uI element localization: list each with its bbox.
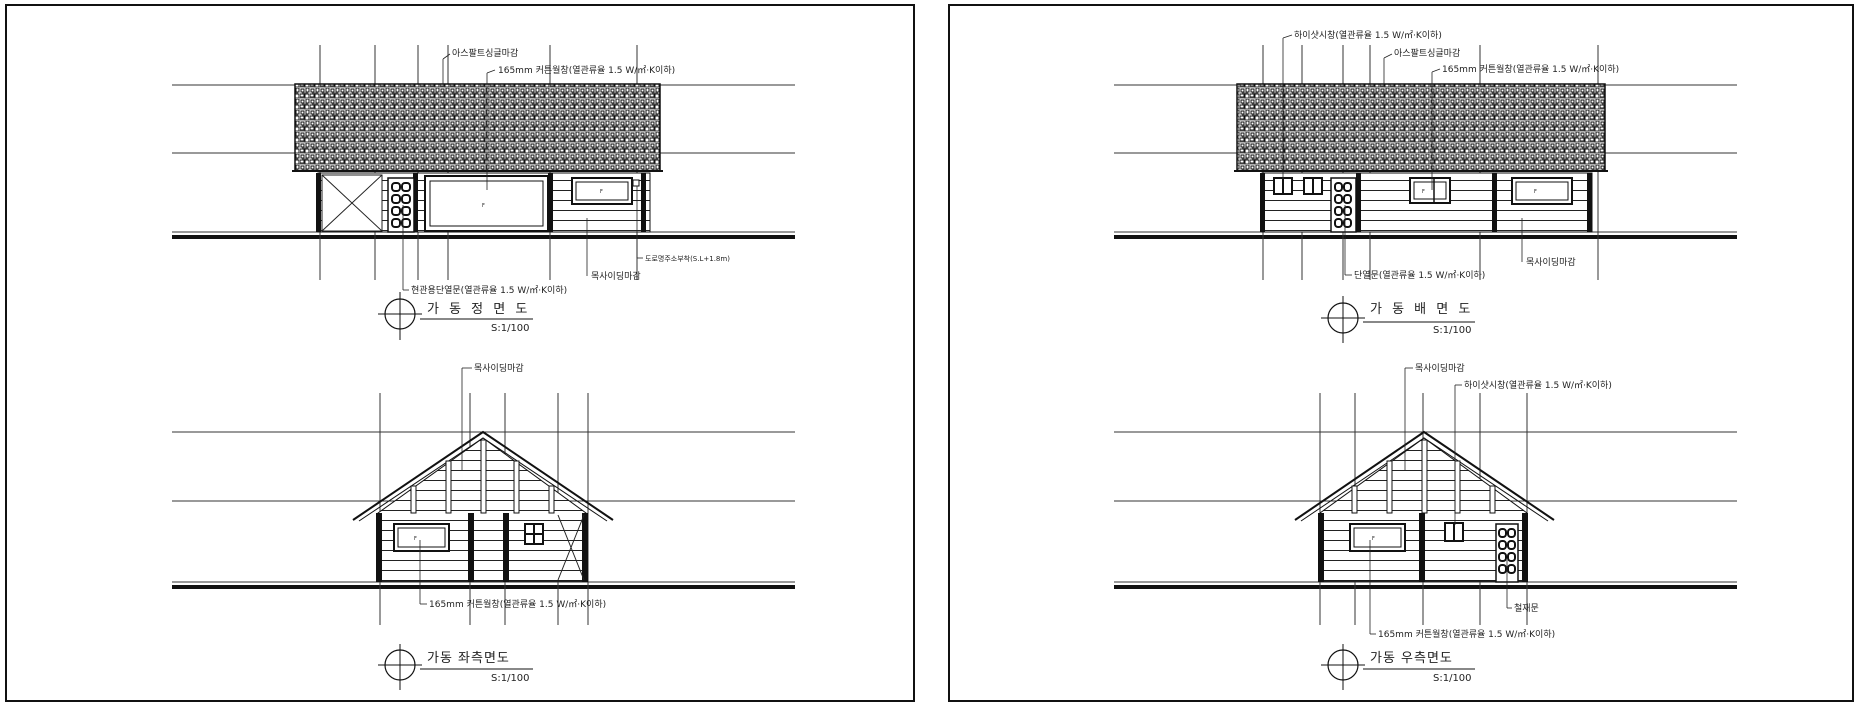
svg-text:가 동 배 면 도: 가 동 배 면 도 bbox=[1370, 302, 1473, 317]
label-curtain-right: 165mm 커튼월창(열관류율 1.5 W/㎡·K이하) bbox=[1378, 628, 1555, 640]
sheet-frame-left bbox=[5, 4, 915, 702]
label-curtain-left: 165mm 커튼월창(열관류율 1.5 W/㎡·K이하) bbox=[429, 598, 606, 610]
shingle-roof-rear bbox=[1236, 83, 1606, 172]
svg-text:S:1/100: S:1/100 bbox=[1433, 325, 1472, 336]
left-elevation-title: 가동 좌측면도 S:1/100 bbox=[378, 644, 533, 690]
label-wood-siding-rear: 목사이딩마감 bbox=[1526, 256, 1576, 268]
front-elevation-title: 가 동 정 면 도 S:1/100 bbox=[378, 292, 533, 340]
rear-high-window-1 bbox=[1273, 177, 1293, 195]
right-steel-door bbox=[1495, 523, 1519, 583]
label-address-plate: 도로명주소부착(S.L+1.8m) bbox=[645, 254, 730, 263]
rear-high-window-2 bbox=[1303, 177, 1323, 195]
label-curtain-rear: 165mm 커튼월창(열관류율 1.5 W/㎡·K이하) bbox=[1442, 63, 1619, 75]
right-elevation-title: 가동 우측면도 S:1/100 bbox=[1321, 644, 1475, 690]
shingle-roof bbox=[294, 83, 661, 172]
rear-insulated-door bbox=[1330, 177, 1357, 233]
svg-text:S:1/100: S:1/100 bbox=[491, 323, 530, 334]
svg-text:F: F bbox=[1422, 189, 1425, 195]
svg-text:S:1/100: S:1/100 bbox=[491, 673, 530, 684]
front-elevation: F F 아스팔트싱글마감 165mm 커튼월창(열관류율 1.5 W/㎡·K이하… bbox=[172, 45, 795, 340]
rear-window-center: F bbox=[1409, 177, 1451, 204]
label-wood-siding-right: 목사이딩마감 bbox=[1415, 362, 1465, 374]
right-curtain-window: F bbox=[1349, 523, 1406, 552]
sheet-frame-right bbox=[948, 4, 1854, 702]
svg-text:S:1/100: S:1/100 bbox=[1433, 673, 1472, 684]
left-side-elevation: F 목사이딩마감 165mm 커튼월창(열관류율 1.5 W/㎡·K이하) 가동… bbox=[172, 362, 795, 690]
left-curtain-window: F bbox=[393, 523, 450, 552]
label-entrance-door: 현관용단열문(열관류율 1.5 W/㎡·K이하) bbox=[411, 285, 567, 296]
svg-text:F: F bbox=[1372, 536, 1375, 542]
label-high-sash-rear: 하이샷시창(열관류율 1.5 W/㎡·K이하) bbox=[1294, 29, 1442, 41]
front-curtain-wall: F bbox=[424, 175, 549, 232]
address-plate bbox=[632, 179, 640, 187]
rear-elevation-title: 가 동 배 면 도 S:1/100 bbox=[1321, 296, 1475, 343]
rear-window-right: F bbox=[1511, 177, 1573, 205]
label-curtain-wall: 165mm 커튼월창(열관류율 1.5 W/㎡·K이하) bbox=[498, 64, 675, 76]
svg-text:가동 우측면도: 가동 우측면도 bbox=[1370, 651, 1453, 666]
svg-text:F: F bbox=[482, 203, 485, 209]
label-insulated-door-rear: 단열문(열관류율 1.5 W/㎡·K이하) bbox=[1354, 270, 1485, 281]
front-window: F bbox=[571, 177, 633, 205]
rear-elevation: F F 하이샷시창(열관류율 1.5 W/㎡·K이하) 아스팔트싱글마감 165… bbox=[1114, 29, 1737, 343]
svg-text:F: F bbox=[600, 189, 603, 195]
label-steel-door: 철재문 bbox=[1514, 603, 1539, 614]
right-side-elevation: F 목사이딩마감 하이샷시창(열관류율 1.5 W/㎡·K이하) 철재문 bbox=[1114, 362, 1737, 690]
label-asphalt-rear: 아스팔트싱글마감 bbox=[1394, 47, 1460, 59]
svg-text:가 동 정 면 도: 가 동 정 면 도 bbox=[427, 302, 530, 317]
svg-text:F: F bbox=[1534, 189, 1537, 195]
svg-text:가동 좌측면도: 가동 좌측면도 bbox=[427, 651, 510, 666]
right-high-window bbox=[1444, 522, 1464, 542]
left-small-window bbox=[524, 523, 544, 545]
label-asphalt-shingle: 아스팔트싱글마감 bbox=[452, 47, 518, 59]
front-entrance-door bbox=[387, 177, 415, 233]
label-wood-siding: 목사이딩마감 bbox=[591, 270, 641, 282]
label-high-sash-right: 하이샷시창(열관류율 1.5 W/㎡·K이하) bbox=[1464, 379, 1612, 391]
label-wood-siding-left: 목사이딩마감 bbox=[474, 362, 524, 374]
svg-text:F: F bbox=[414, 536, 417, 542]
